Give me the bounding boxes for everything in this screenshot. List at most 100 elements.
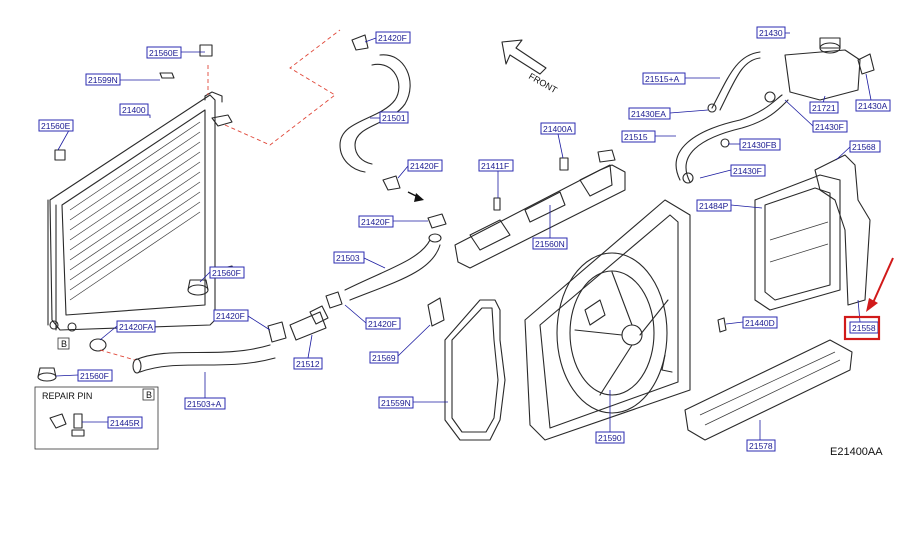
svg-text:21590: 21590 <box>598 433 622 443</box>
svg-text:21430A: 21430A <box>858 101 888 111</box>
callout-21599n[interactable]: 21599N <box>85 73 121 86</box>
mount-bushing <box>37 279 209 382</box>
svg-text:21599N: 21599N <box>88 75 118 85</box>
svg-text:21430EA: 21430EA <box>631 109 666 119</box>
svg-text:21560E: 21560E <box>149 48 179 58</box>
side-seal <box>444 299 506 441</box>
svg-text:21420F: 21420F <box>216 311 245 321</box>
callout-21400[interactable]: 21400 <box>119 103 149 116</box>
svg-text:21420F: 21420F <box>378 33 407 43</box>
callout-21515[interactable]: 21515 <box>621 130 656 143</box>
diagram-code: E21400AA <box>830 446 883 458</box>
callout-21420f-c[interactable]: 21420F <box>358 215 394 228</box>
svg-text:21560F: 21560F <box>80 371 109 381</box>
repair-pin-title: REPAIR PIN <box>42 391 92 401</box>
svg-text:21568: 21568 <box>852 142 876 152</box>
front-label: FRONT <box>527 71 559 95</box>
ref-marker-b: B <box>57 337 70 350</box>
lower-air-guide <box>684 339 853 441</box>
routing-line <box>99 29 341 361</box>
callout-21430a[interactable]: 21430A <box>855 99 891 112</box>
upper-mount-bracket <box>454 149 626 269</box>
callout-21560n[interactable]: 21560N <box>532 237 568 250</box>
svg-text:21503: 21503 <box>336 253 360 263</box>
svg-text:21411F: 21411F <box>481 161 509 171</box>
callout-21721[interactable]: 21721 <box>809 101 839 114</box>
hose-connector <box>289 291 343 341</box>
callout-21515a[interactable]: 21515+A <box>642 72 686 85</box>
callout-21590[interactable]: 21590 <box>595 431 625 444</box>
svg-text:21430FB: 21430FB <box>742 140 777 150</box>
lower-hose <box>344 213 447 301</box>
callout-21558[interactable]: 21558 <box>849 321 879 334</box>
svg-text:21512: 21512 <box>296 359 320 369</box>
svg-text:21721: 21721 <box>812 103 836 113</box>
callout-21400a[interactable]: 21400A <box>540 122 576 135</box>
callout-21420fa[interactable]: 21420FA <box>116 320 156 333</box>
callout-21430[interactable]: 21430 <box>756 26 786 39</box>
svg-text:21569: 21569 <box>372 353 396 363</box>
highlight-21558 <box>843 257 894 341</box>
seal-21568 <box>814 154 871 306</box>
svg-text:21484P: 21484P <box>699 201 729 211</box>
svg-text:21560F: 21560F <box>212 268 241 278</box>
callout-21560f-a[interactable]: 21560F <box>209 266 245 279</box>
svg-text:B: B <box>61 339 67 349</box>
callout-21501[interactable]: 21501 <box>379 111 409 124</box>
svg-text:21503+A: 21503+A <box>187 399 222 409</box>
callout-21569[interactable]: 21569 <box>369 351 399 364</box>
reservoir-hose <box>675 51 789 184</box>
svg-text:21560E: 21560E <box>41 121 71 131</box>
callout-21560e-left[interactable]: 21560E <box>38 119 74 132</box>
callout-21503a[interactable]: 21503+A <box>184 397 226 410</box>
repair-pin-ref: B <box>146 390 152 400</box>
callout-21440d[interactable]: 21440D <box>742 316 778 329</box>
flow-arrow <box>407 191 424 202</box>
callout-21420f-a[interactable]: 21420F <box>375 31 411 44</box>
callout-21411f[interactable]: 21411F <box>478 159 514 172</box>
svg-text:21501: 21501 <box>382 113 406 123</box>
svg-text:21400: 21400 <box>122 105 146 115</box>
callout-21420f-e[interactable]: 21420F <box>365 317 401 330</box>
callout-21430fb[interactable]: 21430FB <box>739 138 781 151</box>
hose-clamp <box>89 338 107 352</box>
svg-text:21430: 21430 <box>759 28 783 38</box>
svg-text:21515+A: 21515+A <box>645 74 680 84</box>
svg-text:21430F: 21430F <box>733 166 762 176</box>
callout-21420f-b[interactable]: 21420F <box>407 159 443 172</box>
callout-21430f-b[interactable]: 21430F <box>730 164 766 177</box>
callout-21560f-b[interactable]: 21560F <box>77 369 113 382</box>
air-guide-panel <box>754 174 841 311</box>
svg-text:21515: 21515 <box>624 132 648 142</box>
fan-motor-bracket <box>584 299 606 326</box>
front-direction-arrow: FRONT <box>501 39 559 95</box>
callout-21568[interactable]: 21568 <box>849 140 881 153</box>
callout-21560e-top[interactable]: 21560E <box>146 46 182 59</box>
svg-text:21420FA: 21420FA <box>119 322 153 332</box>
svg-text:21430F: 21430F <box>815 122 844 132</box>
callout-21484p[interactable]: 21484P <box>696 199 732 212</box>
svg-text:21400A: 21400A <box>543 124 573 134</box>
fan-shroud <box>524 199 691 441</box>
bypass-hose <box>132 321 287 374</box>
callout-21430ea[interactable]: 21430EA <box>628 107 671 120</box>
svg-text:21420F: 21420F <box>368 319 397 329</box>
callout-21420f-d[interactable]: 21420F <box>213 309 249 322</box>
svg-text:21578: 21578 <box>749 441 773 451</box>
small-clip <box>159 72 175 79</box>
clip-21569 <box>427 297 445 327</box>
callout-21430f-a[interactable]: 21430F <box>812 120 848 133</box>
callout-21578[interactable]: 21578 <box>746 439 776 452</box>
callout-21512[interactable]: 21512 <box>293 357 323 370</box>
svg-text:21440D: 21440D <box>745 318 775 328</box>
leader-lines <box>55 32 872 440</box>
svg-text:21559N: 21559N <box>381 398 411 408</box>
callout-21559n[interactable]: 21559N <box>378 396 414 409</box>
callout-21445r[interactable]: 21445R <box>107 416 143 429</box>
svg-text:21420F: 21420F <box>361 217 390 227</box>
reservoir-tank <box>784 37 875 101</box>
callout-21503[interactable]: 21503 <box>333 251 365 264</box>
svg-text:21560N: 21560N <box>535 239 565 249</box>
svg-text:21445R: 21445R <box>110 418 140 428</box>
